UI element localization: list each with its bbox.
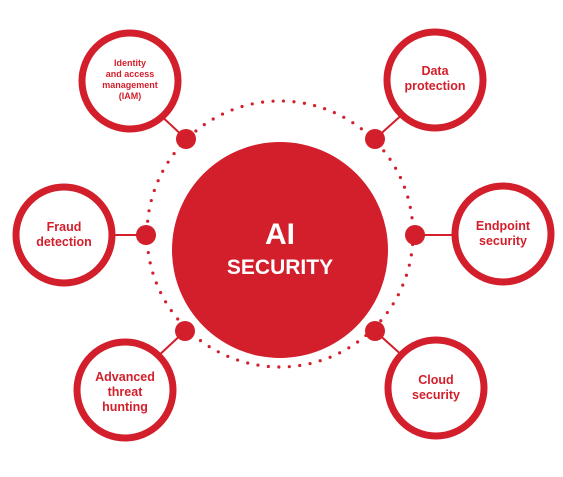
junction-dot-iam [176, 129, 196, 149]
node-ring-endpoint-security [451, 182, 555, 286]
node-ring-data-protection [383, 28, 487, 132]
node-ring-iam [78, 29, 182, 133]
center-hub [172, 142, 388, 358]
node-ring-fraud-detection [12, 183, 116, 287]
node-ring-advanced-threat-hunting [73, 338, 177, 442]
node-ring-cloud-security [384, 336, 488, 440]
junction-dot-data-protection [365, 129, 385, 149]
junction-dot-fraud-detection [136, 225, 156, 245]
junction-dot-advanced-threat-hunting [175, 321, 195, 341]
junction-dot-endpoint-security [405, 225, 425, 245]
junction-dot-cloud-security [365, 321, 385, 341]
